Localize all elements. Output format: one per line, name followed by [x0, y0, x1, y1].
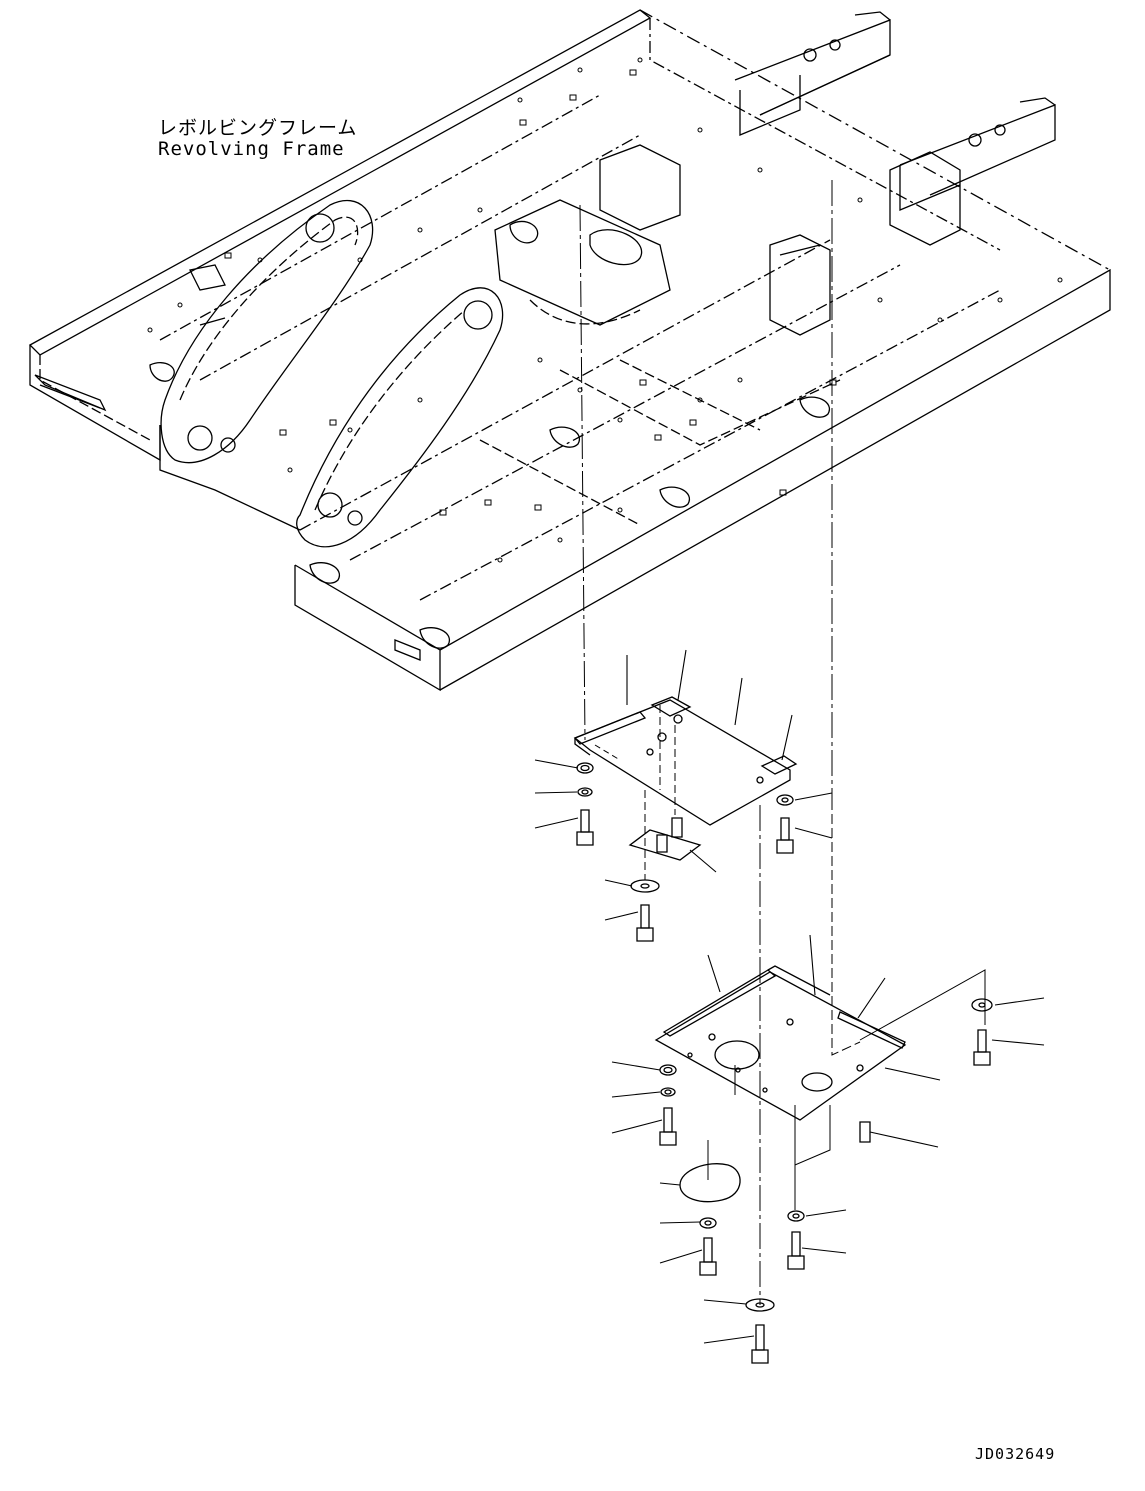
drawing-id: JD032649	[975, 1445, 1056, 1463]
leader-lines	[534, 649, 1045, 1344]
frame-label-japanese: レボルビングフレーム	[158, 117, 358, 139]
lower-undercover	[654, 965, 907, 1203]
frame-label-english: Revolving Frame	[158, 138, 345, 160]
revolving-frame	[28, 9, 1111, 692]
upper-undercover	[573, 696, 798, 861]
fasteners	[576, 762, 993, 1364]
assembly-lines	[579, 180, 986, 1305]
